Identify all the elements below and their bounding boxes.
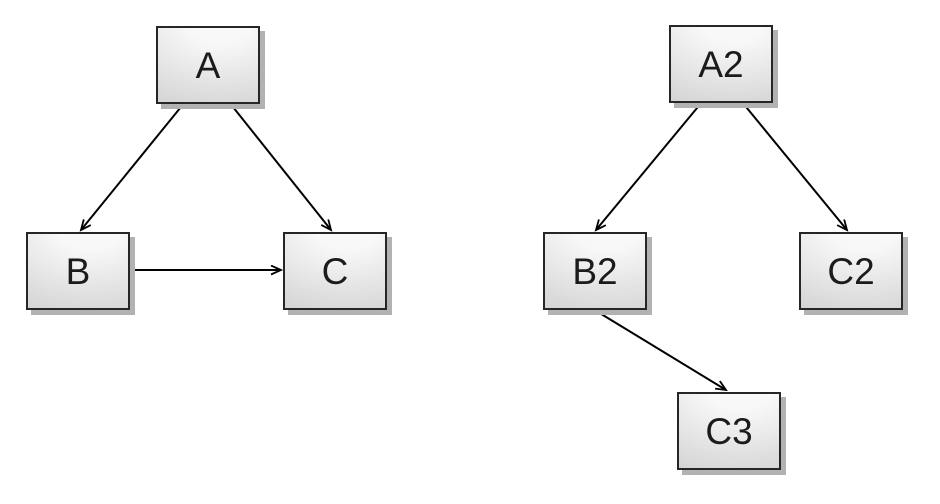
edge-a-to-b (81, 101, 186, 230)
node-c-label: C (321, 250, 349, 292)
node-c3-label: C3 (705, 410, 753, 452)
node-c: C (283, 232, 387, 310)
edge-a-to-c (228, 101, 331, 230)
node-b2: B2 (543, 232, 647, 310)
node-a: A (156, 26, 260, 104)
node-a-label: A (195, 44, 221, 86)
node-b-label: B (65, 250, 91, 292)
node-b2-label: B2 (572, 250, 618, 292)
node-b: B (26, 232, 130, 310)
node-a2-label: A2 (698, 43, 744, 85)
edge-a2-to-b2 (596, 101, 703, 230)
edge-a2-to-c2 (741, 101, 847, 230)
edge-b2-to-c3 (592, 308, 726, 390)
node-c3: C3 (677, 392, 781, 470)
node-a2: A2 (669, 25, 773, 103)
node-c2: C2 (799, 232, 903, 310)
node-c2-label: C2 (827, 250, 875, 292)
